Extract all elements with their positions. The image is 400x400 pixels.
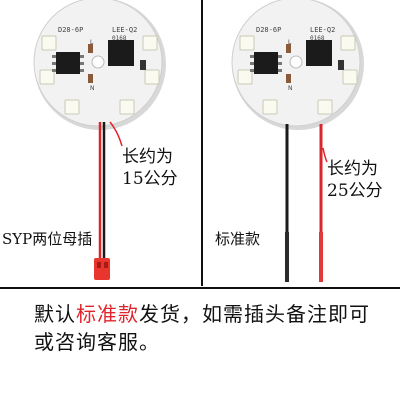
connector-type-label: SYP两位母插 [2,230,93,248]
shipping-note-line1: 默认标准款发货，如需插头备注即可 [34,300,394,328]
note-prefix: 默认 [34,302,76,326]
svg-text:0168: 0168 [310,35,325,42]
length-label-line1: 长约为 [122,147,173,167]
panel-syp-connector-variant: D28-6P LEE-Q2 0168 L N 长约为 15公分 SYP两位母插 [0,0,200,286]
wire-length-label: 长约为 25公分 [327,158,383,202]
svg-text:LEE-Q2: LEE-Q2 [310,26,335,34]
note-highlight: 标准款 [76,302,139,326]
length-label-line2: 25公分 [327,181,383,201]
vertical-divider [201,0,203,286]
shipping-note-line2: 或咨询客服。 [34,330,160,354]
svg-text:D28-6P: D28-6P [256,26,281,34]
length-label-line2: 15公分 [122,169,178,189]
svg-text:LEE-Q2: LEE-Q2 [112,26,137,34]
panel-standard-variant: D28-6P LEE-Q2 0168 L N 长约为 25公分 标准款 [205,0,400,286]
led-board-with-connector-illustration: D28-6P LEE-Q2 0168 L N [33,0,166,280]
note-suffix: 发货，如需插头备注即可 [139,302,370,326]
shipping-note: 默认标准款发货，如需插头备注即可 或咨询客服。 [34,300,394,356]
wire-length-label: 长约为 15公分 [122,146,178,190]
length-label-line1: 长约为 [327,159,378,179]
svg-text:D28-6P: D28-6P [58,26,83,34]
led-board-standard-illustration: D28-6P LEE-Q2 0168 L N [231,0,364,282]
horizontal-divider [0,287,400,289]
svg-text:N: N [288,85,293,92]
svg-text:L: L [90,39,94,46]
svg-text:L: L [288,39,292,46]
svg-text:N: N [90,85,95,92]
variant-label: 标准款 [215,230,261,248]
svg-text:0168: 0168 [112,35,127,42]
